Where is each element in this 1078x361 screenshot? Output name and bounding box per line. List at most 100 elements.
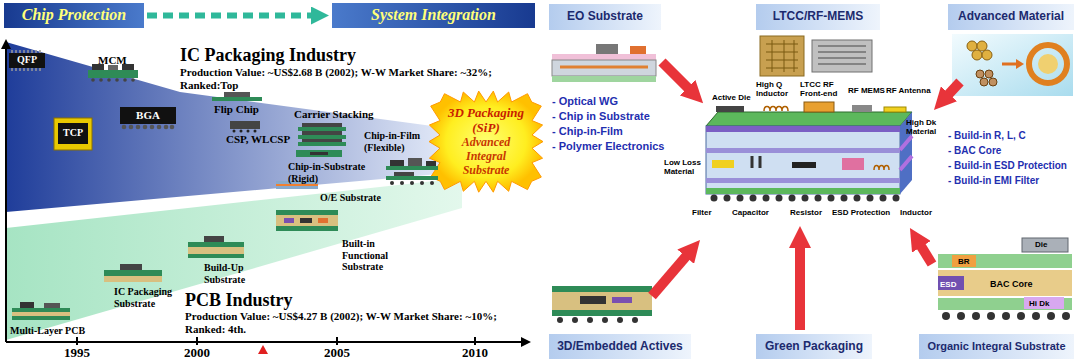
topic-title: Green Packaging: [765, 340, 863, 354]
part-name: Active Die: [712, 93, 751, 102]
multilayer-pcb-picture: [44, 303, 60, 308]
year-tick: 1995: [64, 346, 90, 361]
integral-substrate-picture: [706, 188, 900, 194]
sip-package: [420, 181, 424, 185]
feature-item: - Build-in R, L, C: [948, 130, 1026, 142]
organic-substrate-picture: [1017, 312, 1025, 320]
organic-substrate-picture: [972, 312, 980, 320]
organic-substrate-picture: [938, 298, 1072, 310]
organic-substrate-picture: [942, 312, 950, 320]
build-up-substrate-picture: [188, 254, 244, 258]
sip-package: [386, 166, 438, 170]
ltcc-picture: [818, 46, 866, 64]
package-name: Carrier Stacking: [294, 108, 374, 121]
stage-title: Chip Protection: [22, 6, 126, 24]
advanced-material-picture: [972, 50, 982, 60]
layer-name: BAC Core: [990, 279, 1033, 289]
embedded-actives-picture: [632, 317, 638, 323]
carrier-stack-package: [298, 123, 346, 146]
ic-substrate-picture: [104, 276, 162, 282]
integral-substrate-picture: [706, 102, 912, 202]
topic-title: Organic Integral Substrate: [927, 340, 1065, 353]
topic-box: 3D/Embedded Actives: [549, 334, 691, 359]
embedded-actives-picture: [612, 297, 632, 303]
organic-substrate-picture: [1047, 312, 1055, 320]
sip-package: [390, 181, 394, 185]
red-block-arrow: [920, 245, 932, 264]
integral-substrate-picture: [804, 102, 834, 112]
topic-title: LTCC/RF-MEMS: [773, 10, 863, 24]
highlight-subtitle: Advanced Integral Substrate: [444, 136, 528, 177]
tcp-package: [54, 118, 92, 150]
bga-package: [136, 125, 141, 130]
mcm-package: [99, 78, 103, 82]
eo-substrate-picture: [552, 54, 656, 60]
bga-package: [164, 125, 169, 130]
integral-substrate-picture: [893, 195, 900, 202]
ltcc-picture: [760, 36, 872, 76]
sip-package: [430, 181, 434, 185]
mcm-package: [115, 78, 119, 82]
part-name: High Q Inductor: [756, 80, 794, 98]
sip-package: [408, 158, 422, 166]
carrier-stack-package: [298, 135, 346, 139]
embedded-actives-picture: [572, 317, 578, 323]
red-block-arrow: [795, 246, 805, 330]
embedded-actives-picture: [580, 296, 606, 304]
eo-substrate-picture: [552, 76, 656, 82]
time-axis: [77, 337, 475, 345]
part-name: ESD Protection: [832, 208, 890, 217]
topic-box: Organic Integral Substrate: [919, 334, 1074, 359]
topic-box: Advanced Material: [948, 4, 1074, 30]
tcp-package: [54, 118, 92, 150]
part-name: LTCC RF Front-end: [800, 80, 844, 98]
integral-substrate-picture: [750, 195, 757, 202]
integral-substrate-picture: [867, 195, 874, 202]
oe-substrate-picture: [276, 184, 318, 186]
part-name: RF MEMS: [848, 86, 885, 95]
topic-box: EO Substrate: [549, 4, 661, 30]
carrier-stack-package: [298, 127, 346, 131]
year-tick: 2005: [324, 346, 350, 361]
csp-package: [230, 121, 260, 133]
integral-substrate-picture: [706, 112, 912, 126]
substrate-name: O/E Substrate: [320, 192, 381, 204]
csp-package: [254, 130, 257, 133]
topic-title: 3D/Embedded Actives: [557, 340, 683, 354]
eo-substrate-picture: [552, 60, 656, 76]
bga-package: [129, 125, 134, 130]
feature-item: - Optical WG: [552, 95, 618, 108]
feature-item: - Build-in ESD Protection: [948, 160, 1067, 172]
multilayer-pcb-picture: [12, 302, 70, 320]
organic-substrate-picture: [1032, 312, 1040, 320]
starburst-shape: [429, 91, 543, 192]
organic-substrate-picture: [957, 312, 965, 320]
build-up-substrate-picture: [188, 236, 244, 258]
red-block-arrow: [948, 82, 960, 95]
integral-substrate-picture: [828, 195, 835, 202]
industry-band: PCB IndustryProduction Value: ~US$4.27 B…: [6, 178, 462, 342]
integral-substrate-picture: [792, 162, 816, 168]
package-name: CSP, WLCSP: [226, 133, 290, 146]
part-name: Low Loss Material: [664, 158, 704, 176]
bga-package: [120, 107, 176, 129]
advanced-material-picture: [976, 70, 984, 78]
multilayer-pcb-picture: [12, 316, 70, 320]
integral-substrate-picture: [776, 195, 783, 202]
ic-substrate-picture: [120, 264, 142, 270]
integral-substrate-picture: [900, 156, 912, 170]
layer-name: Hi Dk: [1029, 299, 1049, 308]
integral-substrate-picture: [712, 160, 734, 168]
organic-substrate-picture: [938, 276, 964, 290]
stage-banner: Chip Protection: [4, 3, 144, 28]
mcm-package: [91, 78, 95, 82]
package-name: MCM: [98, 54, 127, 67]
integral-substrate-picture: [716, 106, 744, 112]
ltcc-picture: [760, 36, 804, 76]
advanced-material-picture: [967, 41, 977, 51]
industry-title: PCB Industry: [185, 290, 385, 311]
functional-substrate-picture: [300, 218, 312, 223]
organic-substrate-picture: [952, 255, 976, 267]
part-name: Resistor: [790, 208, 822, 217]
